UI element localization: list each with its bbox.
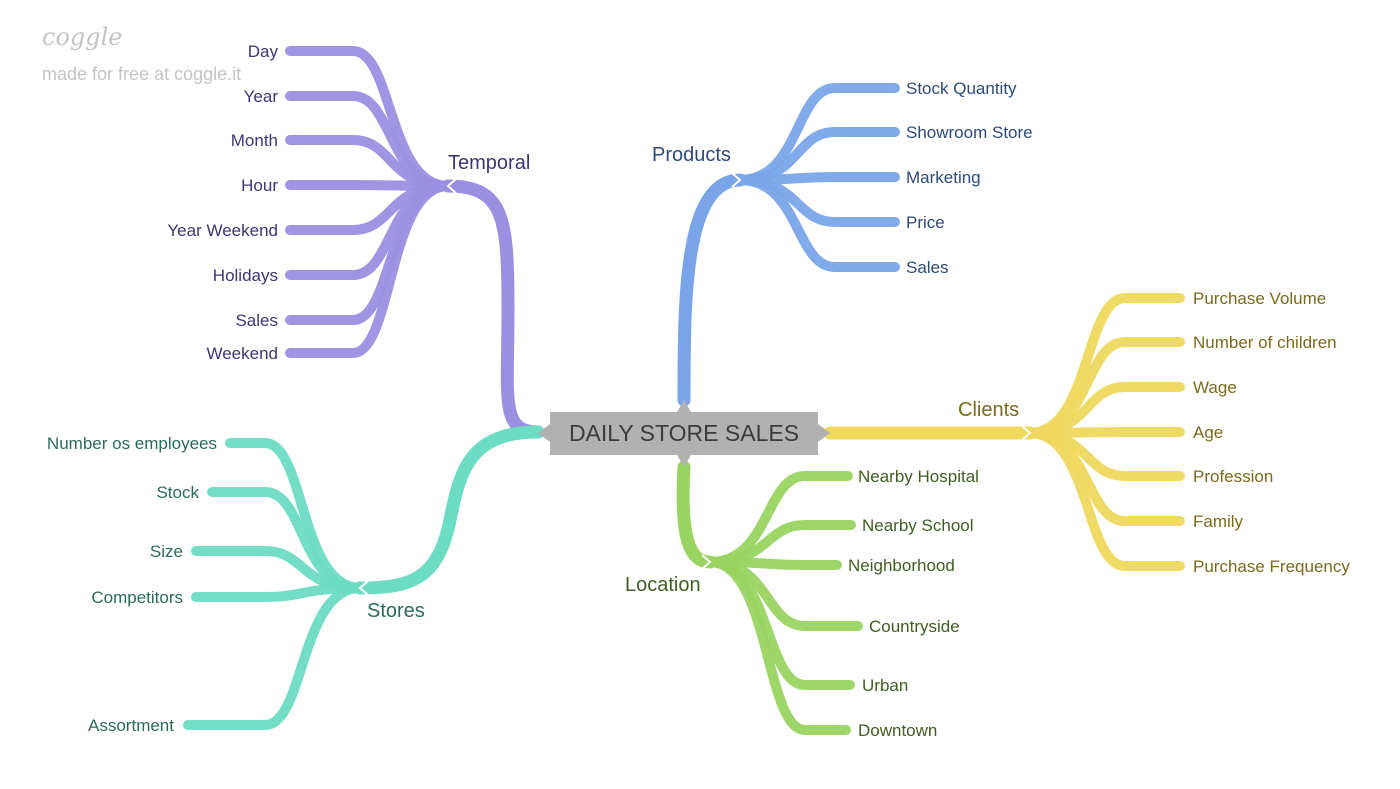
clients-leaf-label[interactable]: Age bbox=[1193, 423, 1223, 442]
central-node-box bbox=[538, 400, 830, 467]
location-leaf-link bbox=[705, 471, 853, 567]
stores-leaf-link bbox=[183, 583, 365, 730]
location-trunk-link bbox=[676, 460, 717, 569]
location-leaf-label[interactable]: Nearby Hospital bbox=[858, 467, 979, 486]
products-branch-label[interactable]: Products bbox=[652, 144, 731, 166]
stores-leaf-label[interactable]: Competitors bbox=[91, 588, 183, 607]
temporal-leaf-link bbox=[285, 46, 453, 191]
stores-trunk-link bbox=[353, 425, 545, 595]
location-leaf-label[interactable]: Countryside bbox=[869, 617, 960, 636]
clients-leaf-link bbox=[1025, 293, 1185, 438]
temporal-leaf-label[interactable]: Month bbox=[231, 131, 278, 150]
stores-leaf-label[interactable]: Stock bbox=[156, 483, 199, 502]
stores-leaf-link bbox=[191, 546, 365, 593]
location-leaf-label[interactable]: Urban bbox=[862, 676, 908, 695]
temporal-leaf-label[interactable]: Year bbox=[244, 87, 279, 106]
clients-leaf-label[interactable]: Number of children bbox=[1193, 333, 1337, 352]
location-leaf-label[interactable]: Nearby School bbox=[862, 516, 974, 535]
temporal-leaf-label[interactable]: Holidays bbox=[213, 266, 278, 285]
location-leaf-label[interactable]: Neighborhood bbox=[848, 556, 955, 575]
clients-branch-label[interactable]: Clients bbox=[958, 399, 1019, 421]
clients-leaf-label[interactable]: Purchase Frequency bbox=[1193, 557, 1350, 576]
stores-branch-label[interactable]: Stores bbox=[367, 600, 425, 622]
temporal-leaf-label[interactable]: Weekend bbox=[206, 344, 278, 363]
clients-leaf-label[interactable]: Profession bbox=[1193, 467, 1273, 486]
products-leaf-label[interactable]: Price bbox=[906, 213, 945, 232]
location-leaf-link bbox=[705, 557, 851, 735]
products-leaf-link bbox=[735, 175, 900, 272]
temporal-trunk-link bbox=[441, 179, 545, 439]
temporal-leaf-label[interactable]: Sales bbox=[235, 311, 278, 330]
clients-leaf-label[interactable]: Family bbox=[1193, 512, 1244, 531]
clients-leaf-link bbox=[1025, 428, 1185, 571]
stores-leaf-label[interactable]: Number os employees bbox=[47, 434, 217, 453]
temporal-branch-label[interactable]: Temporal bbox=[448, 152, 530, 174]
temporal-leaf-label[interactable]: Day bbox=[248, 42, 279, 61]
coggle-logo: coggle bbox=[42, 23, 123, 51]
clients-leaf-label[interactable]: Wage bbox=[1193, 378, 1237, 397]
location-leaf-label[interactable]: Downtown bbox=[858, 721, 937, 740]
products-leaf-label[interactable]: Marketing bbox=[906, 168, 981, 187]
stores-leaf-label[interactable]: Assortment bbox=[88, 716, 174, 735]
location-leaf-link bbox=[705, 520, 856, 567]
watermark-text: made for free at coggle.it bbox=[42, 64, 241, 84]
products-leaf-label[interactable]: Sales bbox=[906, 258, 949, 277]
temporal-leaf-link bbox=[285, 181, 453, 358]
products-trunk-link bbox=[677, 173, 747, 407]
clients-hub-chevron-icon bbox=[1021, 425, 1032, 441]
central-node-label: DAILY STORE SALES bbox=[569, 420, 799, 446]
clients-leaf-link bbox=[1025, 382, 1185, 438]
central-node[interactable]: DAILY STORE SALES bbox=[538, 400, 830, 467]
branch-links bbox=[183, 46, 1185, 735]
temporal-leaf-label[interactable]: Hour bbox=[241, 176, 278, 195]
products-leaf-label[interactable]: Showroom Store bbox=[906, 123, 1033, 142]
stores-leaf-label[interactable]: Size bbox=[150, 542, 183, 561]
clients-leaf-label[interactable]: Purchase Volume bbox=[1193, 289, 1326, 308]
temporal-hub-chevron-icon bbox=[446, 178, 457, 194]
location-branch-label[interactable]: Location bbox=[625, 574, 701, 596]
location-hub-chevron-icon bbox=[701, 554, 712, 570]
temporal-leaf-label[interactable]: Year Weekend bbox=[167, 221, 278, 240]
stores-hub-chevron-icon bbox=[358, 580, 369, 596]
temporal-leaf-link bbox=[285, 135, 453, 191]
products-hub-chevron-icon bbox=[731, 172, 742, 188]
temporal-leaf-link bbox=[285, 181, 453, 325]
products-leaf-label[interactable]: Stock Quantity bbox=[906, 79, 1017, 98]
